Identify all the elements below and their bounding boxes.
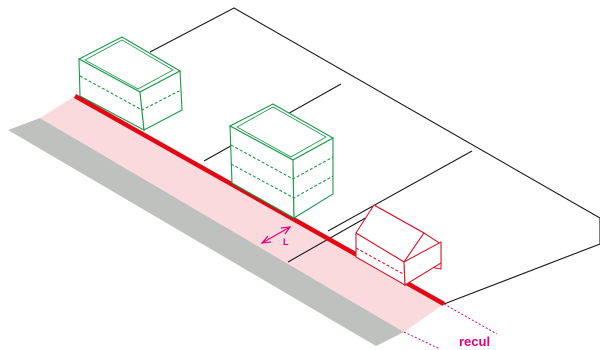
street-band [8,118,404,346]
distance-arrowhead-start [260,235,272,244]
parcel-outline [149,7,600,305]
setback-dotted-line-2 [443,303,498,335]
building-1-floor-line [79,75,182,111]
building-1-parapet [84,39,174,90]
setback-dotted-line-1 [403,331,441,350]
building-2-floor-line-2 [230,163,334,199]
parcel-divider-2 [327,150,473,232]
building-2-side [292,137,334,219]
setback-label: recul [459,334,490,349]
building-2-floor-line-1 [230,144,334,180]
aligned-building-1 [77,36,183,131]
building-2-parapet [236,106,327,158]
parcel-setback-edge [287,211,377,263]
house-side-wall [403,241,442,286]
setback-annotation [403,303,498,350]
distance-label: L [283,237,289,247]
distance-arrowhead-end [280,226,292,235]
house-ridge [373,204,425,234]
setback-house [355,204,442,286]
house-eave-line [355,247,406,276]
aligned-building-2 [228,103,335,219]
distance-marker [260,226,292,244]
distance-arrow-shaft [261,226,291,244]
setback-zone [40,96,444,332]
